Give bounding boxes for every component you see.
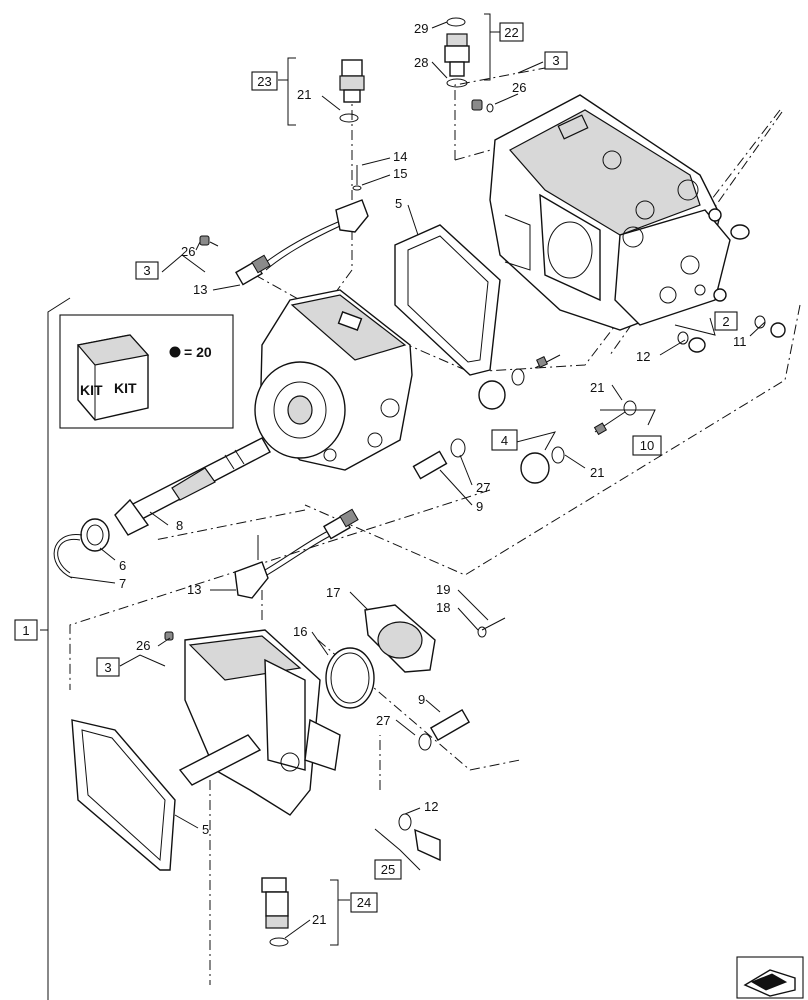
callout-23: 23	[257, 74, 271, 89]
gasket-lower	[71, 719, 176, 871]
sensor-23	[339, 59, 365, 123]
kit-label-left: KIT	[80, 382, 103, 398]
callout-18: 18	[436, 600, 450, 615]
fitting-25	[398, 813, 441, 862]
callout-21b: 21	[590, 380, 604, 395]
callout-box-4	[491, 429, 518, 451]
callout-11: 11	[733, 334, 747, 349]
callout-box-25	[374, 859, 402, 880]
callout-21a: 21	[297, 87, 311, 102]
callout-box-24	[350, 892, 378, 913]
callout-box-1	[14, 619, 38, 641]
callout-3c: 3	[104, 660, 111, 675]
callout-21d: 21	[312, 912, 326, 927]
fitting-24	[261, 877, 289, 947]
pump-body-lower	[164, 629, 341, 816]
callout-13b: 13	[187, 582, 201, 597]
bullet-icon	[169, 346, 181, 358]
callout-10: 10	[640, 438, 654, 453]
seal-and-snap-ring	[53, 518, 110, 579]
middle-parts	[412, 354, 637, 484]
callout-13a: 13	[193, 282, 207, 297]
leader-lines	[69, 13, 766, 946]
callout-22: 22	[504, 25, 518, 40]
callout-26a: 26	[512, 80, 526, 95]
callout-2: 2	[722, 314, 729, 329]
callout-box-23	[251, 71, 278, 91]
callout-box-2	[714, 311, 738, 331]
pump-body-center	[254, 289, 413, 471]
callout-14: 14	[393, 149, 407, 164]
callout-box-3c	[96, 657, 120, 677]
callout-3a: 3	[552, 53, 559, 68]
speed-sensor-upper	[235, 165, 369, 286]
callout-box-10	[632, 435, 662, 456]
plug-26-top	[471, 99, 494, 113]
callout-box-3b	[135, 261, 159, 280]
callout-12a: 12	[636, 349, 650, 364]
callout-21c: 21	[590, 465, 604, 480]
callout-4: 4	[501, 433, 508, 448]
callout-29: 29	[414, 21, 428, 36]
callout-9b: 9	[418, 692, 425, 707]
callout-25: 25	[381, 862, 395, 877]
callout-16: 16	[293, 624, 307, 639]
speed-sensor-lower	[234, 508, 359, 599]
drive-shaft	[114, 437, 271, 536]
callout-27b: 27	[376, 713, 390, 728]
navigation-arrow-icon[interactable]	[736, 956, 804, 999]
callout-labels: 29 28 22 3 26 23 21 14 15 5 26 3 13 = 20…	[14, 21, 747, 927]
fitting-22	[444, 17, 470, 88]
callout-8: 8	[176, 518, 183, 533]
callout-27a: 27	[476, 480, 490, 495]
port-plugs	[677, 208, 786, 353]
gasket-upper	[394, 224, 501, 376]
cover-plate-17	[325, 604, 506, 709]
callout-20: = 20	[184, 344, 212, 360]
callout-box-22	[499, 22, 524, 42]
callout-26c: 26	[136, 638, 150, 653]
group-bracket-1	[40, 297, 71, 1000]
callout-7: 7	[119, 576, 126, 591]
callout-15: 15	[393, 166, 407, 181]
callout-19: 19	[436, 582, 450, 597]
callout-17: 17	[326, 585, 340, 600]
callout-5a: 5	[395, 196, 402, 211]
callout-12b: 12	[424, 799, 438, 814]
callout-box-3a	[544, 51, 568, 70]
callout-6: 6	[119, 558, 126, 573]
callout-26b: 26	[181, 244, 195, 259]
callout-1: 1	[22, 623, 29, 638]
plug-26-mid	[199, 235, 219, 247]
callout-28: 28	[414, 55, 428, 70]
pump-housing-assembly	[489, 94, 731, 331]
callout-3b: 3	[143, 263, 150, 278]
lower-valve-parts	[418, 708, 471, 751]
callout-5b: 5	[202, 822, 209, 837]
callout-9a: 9	[476, 499, 483, 514]
kit-label-right: KIT	[114, 380, 137, 396]
kit-legend-box: KIT KIT	[59, 314, 234, 429]
callout-24: 24	[357, 895, 371, 910]
